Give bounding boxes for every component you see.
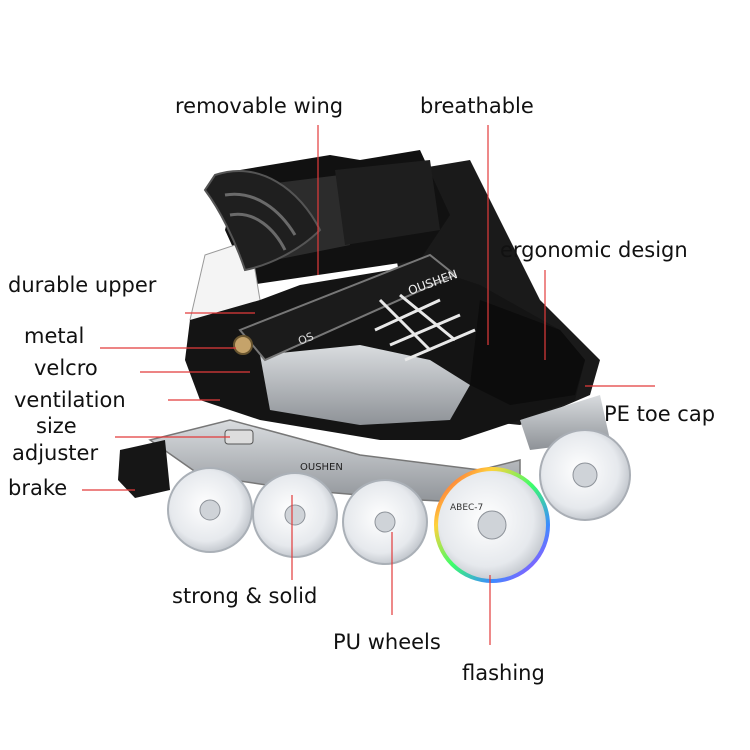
wheels: ABEC-7 [167,467,550,583]
label-metal: metal [24,324,85,348]
brake-pad [118,440,170,498]
label-ergonomic-design: ergonomic design [500,238,688,262]
toe-cap [470,300,585,405]
strap-brand: OS [296,330,315,348]
label-brake: brake [8,476,68,500]
laces [374,293,476,362]
label-strong-solid: strong & solid [172,584,318,608]
metal-rivet [233,335,253,355]
bearing-label: ABEC-7 [450,503,483,513]
label-ventilation: ventilation [14,388,126,412]
leader-lines [82,125,655,645]
label-breathable: breathable [420,94,534,118]
front-boot: OS OUSHEN [185,150,585,440]
frame-brand: OUSHEN [300,462,343,473]
label-adjuster: adjuster [12,441,99,465]
label-removable-wing: removable wing [175,94,344,118]
label-velcro: velcro [34,356,98,380]
removable-wing [203,170,322,272]
label-size: size [36,414,77,438]
label-durable-upper: durable upper [8,273,157,297]
label-pu-wheels: PU wheels [333,630,441,654]
velcro-strap [238,253,457,362]
label-flashing: flashing [462,661,545,685]
label-pe-toe-cap: PE toe cap [604,402,716,426]
frame: OUSHEN [118,419,521,506]
